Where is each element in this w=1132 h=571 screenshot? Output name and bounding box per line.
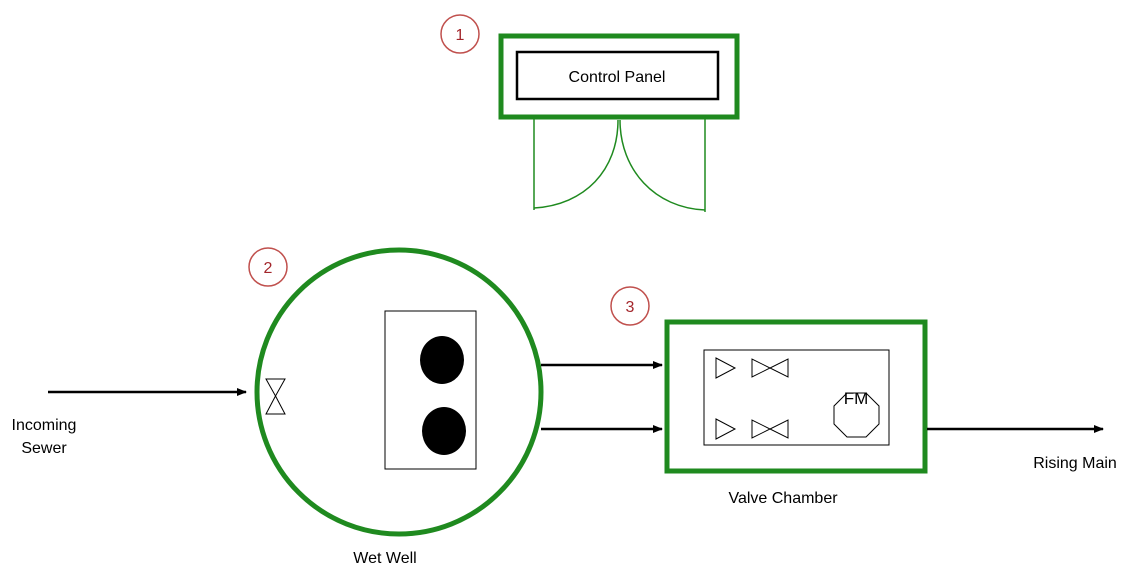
badge-2-number: 2	[264, 260, 273, 277]
badge-3-circle	[610, 286, 650, 326]
valve-chamber-label: Valve Chamber	[728, 490, 838, 507]
rising-main-label: Rising Main	[1033, 455, 1117, 472]
wet-well-label: Wet Well	[353, 550, 416, 567]
control-panel-inner-box	[515, 50, 720, 101]
pump-icon	[420, 336, 464, 384]
badge-1-number: 1	[456, 27, 465, 44]
check-valve-icon	[715, 418, 737, 440]
control-panel-doors-icon	[533, 119, 706, 212]
incoming-sewer-label: Sewer	[21, 440, 67, 457]
flow-meter-icon	[833, 392, 880, 438]
incoming-sewer-label: Incoming	[12, 417, 77, 434]
check-valve-icon	[715, 357, 737, 379]
inlet-valve-icon	[265, 378, 286, 415]
incoming-sewer: Incoming Sewer	[12, 388, 247, 457]
valve-chamber: 3 FM Valve Chamber	[610, 286, 928, 507]
gate-valve-icon	[751, 419, 789, 439]
rising-main: Rising Main	[927, 425, 1117, 472]
badge-2-circle	[248, 247, 288, 287]
gate-valve-icon	[751, 358, 789, 378]
control-panel-label: Control Panel	[569, 69, 666, 86]
badge-3-number: 3	[626, 299, 635, 316]
flow-meter-label: FM	[844, 389, 869, 408]
badge-1-circle	[440, 14, 480, 54]
wet-well: 2 Wet Well	[248, 247, 544, 567]
control-panel: 1 Control Panel	[440, 14, 740, 212]
pump-icon	[422, 407, 466, 455]
